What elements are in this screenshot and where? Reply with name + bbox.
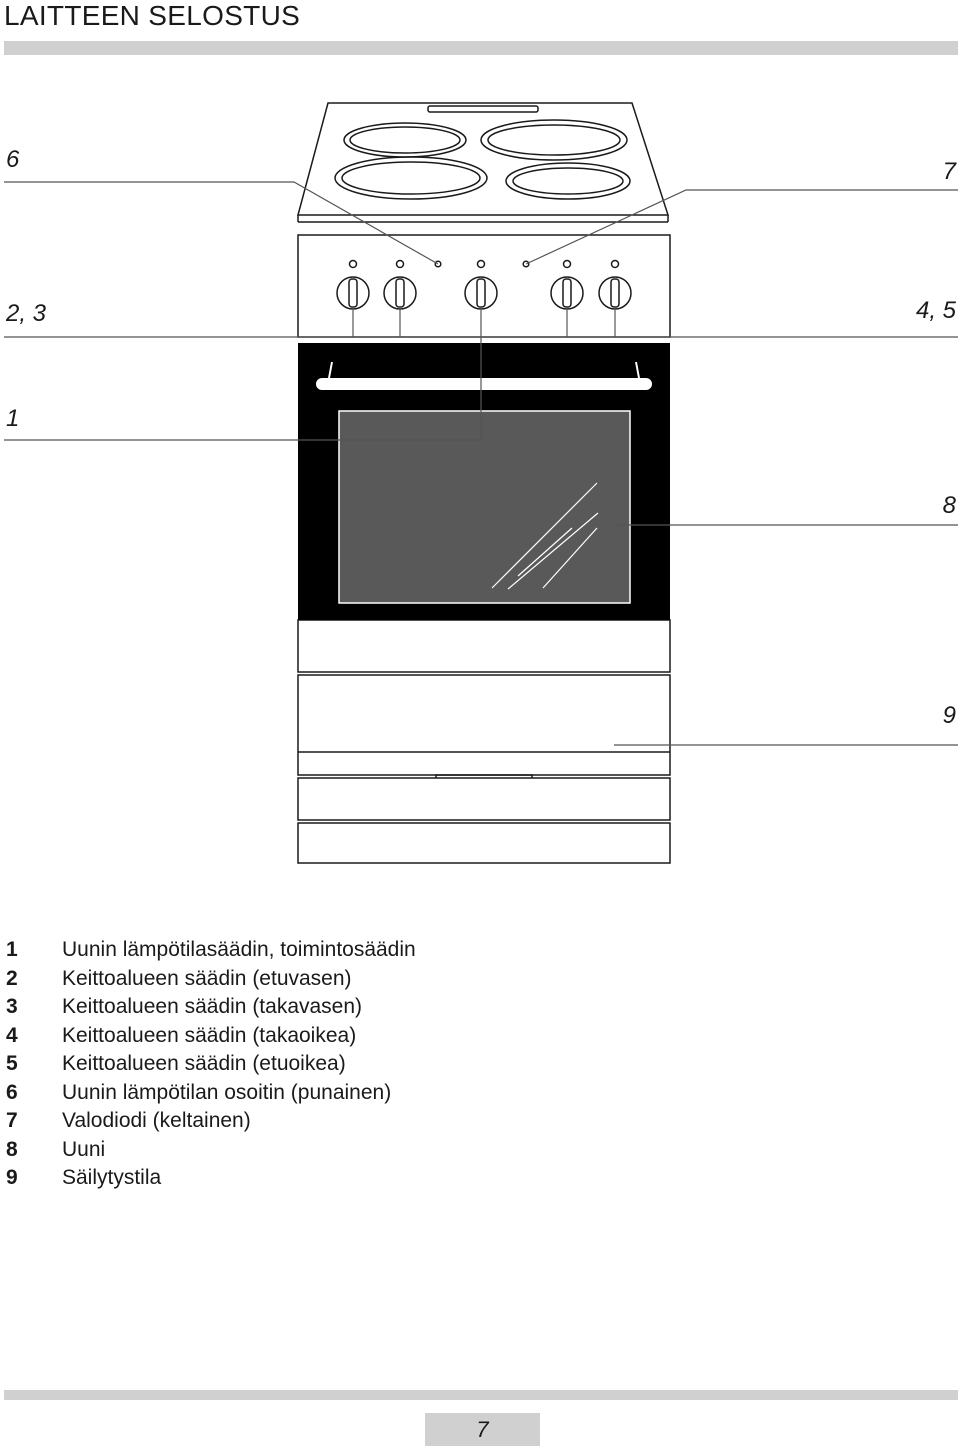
legend-item: 5 Keittoalueen säädin (etuoikea)	[6, 1050, 416, 1079]
stove-diagram	[4, 102, 958, 864]
lower-body	[297, 619, 671, 864]
legend-text: Uunin lämpötilan osoitin (punainen)	[62, 1080, 392, 1104]
legend-number: 8	[6, 1137, 18, 1161]
legend-item: 4 Keittoalueen säädin (takaoikea)	[6, 1022, 416, 1051]
legend-text: Keittoalueen säädin (takaoikea)	[62, 1023, 357, 1047]
legend-number: 6	[6, 1080, 18, 1104]
callout-1: 1	[6, 405, 20, 432]
page-number: 7	[425, 1413, 540, 1446]
cooktop	[297, 102, 670, 223]
control-panel	[297, 234, 671, 338]
legend-number: 5	[6, 1052, 18, 1075]
callout-6: 6	[6, 146, 20, 173]
legend-number: 2	[6, 966, 18, 990]
legend-number: 7	[6, 1109, 18, 1132]
legend-item: 1 Uunin lämpötilasäädin, toimintosäädin	[6, 936, 416, 965]
page-title: LAITTEEN SELOSTUS	[4, 0, 301, 31]
legend-item: 7 Valodiodi (keltainen)	[6, 1107, 416, 1136]
legend-text: Uunin lämpötilasäädin, toimintosäädin	[62, 938, 416, 961]
legend-item: 2 Keittoalueen säädin (etuvasen)	[6, 965, 416, 994]
legend-text: Uuni	[62, 1137, 106, 1161]
oven-door	[298, 343, 670, 620]
legend-number: 9	[6, 1166, 18, 1189]
legend-text: Keittoalueen säädin (takavasen)	[62, 995, 363, 1018]
legend-item: 6 Uunin lämpötilan osoitin (punainen)	[6, 1079, 416, 1108]
legend-number: 4	[6, 1023, 18, 1047]
callout-2-3: 2, 3	[6, 300, 47, 327]
callout-4-5: 4, 5	[915, 297, 956, 324]
hotplates	[334, 119, 631, 200]
legend-text: Säilytystila	[62, 1166, 162, 1189]
parts-legend: 1 Uunin lämpötilasäädin, toimintosäädin 2…	[6, 936, 416, 1193]
legend-item: 9 Säilytystila	[6, 1164, 416, 1193]
leader-lines	[4, 181, 958, 746]
callout-8: 8	[942, 492, 956, 519]
legend-text: Keittoalueen säädin (etuvasen)	[62, 966, 352, 990]
legend-text: Keittoalueen säädin (etuoikea)	[62, 1052, 346, 1075]
legend-text: Valodiodi (keltainen)	[62, 1109, 251, 1132]
legend-number: 1	[6, 938, 18, 961]
callout-7: 7	[942, 158, 956, 185]
callout-9: 9	[942, 702, 956, 729]
legend-number: 3	[6, 995, 18, 1018]
legend-item: 3 Keittoalueen säädin (takavasen)	[6, 993, 416, 1022]
legend-item: 8 Uuni	[6, 1136, 416, 1165]
footer-rule	[4, 1390, 958, 1400]
header-rule	[4, 41, 958, 55]
